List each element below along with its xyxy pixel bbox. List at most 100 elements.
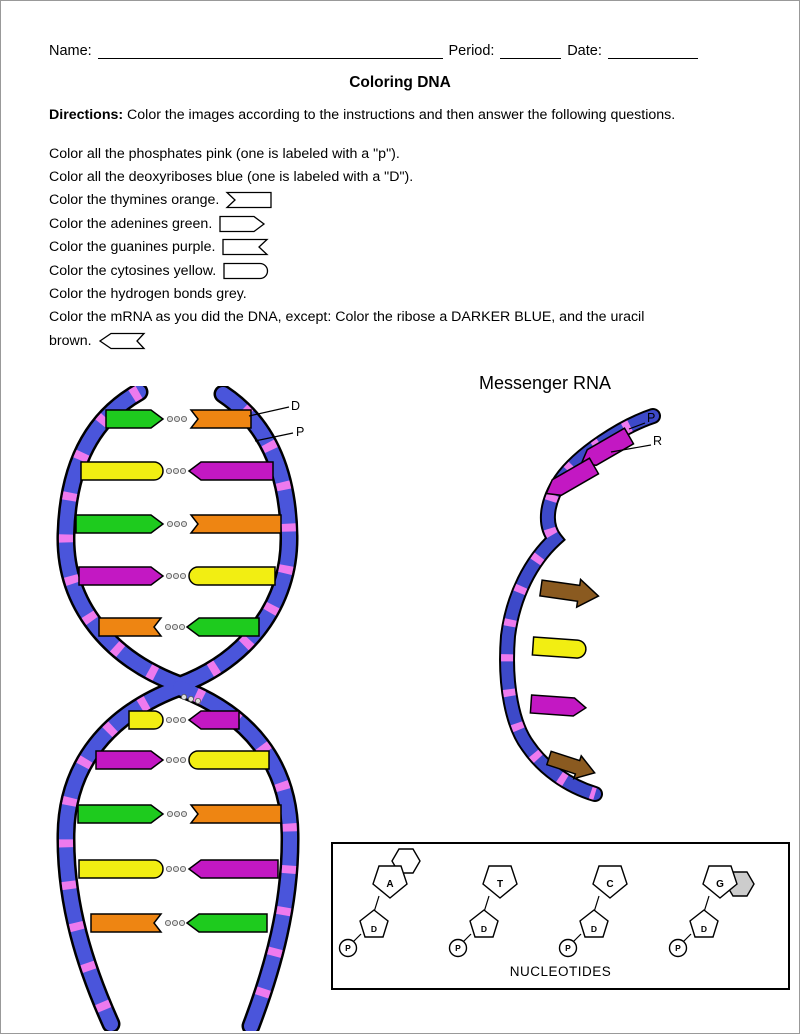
instruction-text: Color the mRNA as you did the DNA, excep… [49,309,645,326]
thymine-base [189,804,282,824]
thymine-base [90,913,163,933]
adenine-base [77,804,165,824]
guanine-base [545,457,600,497]
nucleotide-cytosine: C D P [558,865,628,958]
nucleotide-adenine: A D P [338,848,421,958]
adenine-base [185,913,268,933]
instruction-row: brown. [49,329,644,352]
adenine-base [75,514,165,534]
guanine-base [95,750,165,770]
sugar-letter: D [591,924,597,934]
instruction-text: Color all the deoxyriboses blue (one is … [49,169,414,186]
phosphate-bands [58,681,181,1027]
adenine-base [105,409,165,429]
d-label-leader-line [248,406,290,417]
cytosine-base [531,636,587,659]
cytosine-base [188,750,270,770]
instruction-row: Color the hydrogen bonds grey. [49,282,644,305]
directions-text: Color the images according to the instru… [123,107,676,123]
sugar-letter: D [701,924,707,934]
thymine-base [189,514,282,534]
mrna-ribose-label: R [653,434,663,448]
adenine-base [185,617,260,637]
instruction-row: Color all the deoxyriboses blue (one is … [49,165,644,188]
period-blank-line [500,43,562,59]
instruction-text: Color the hydrogen bonds grey. [49,286,247,303]
guanine-base [187,461,274,481]
instruction-text: Color the thymines orange. [49,192,220,209]
instruction-row: Color the adenines green. [49,212,644,235]
directions-label: Directions: [49,107,124,123]
hydrogen-bond-dots [165,415,201,927]
dna-base-pairs [75,409,282,933]
thymine-base [189,409,252,429]
base-letter: C [606,879,613,890]
guanine-shape-icon [222,239,270,256]
base-letter: G [716,879,724,890]
instruction-row: Color the mRNA as you did the DNA, excep… [49,306,644,329]
phosphate-letter: P [675,943,681,953]
dna-double-helix-figure [56,386,300,1031]
mrna-bases [529,427,635,780]
phosphate-circle [668,938,688,958]
thymine-shape-icon [225,192,272,209]
adenine-shape-icon [219,215,266,233]
deoxyribose-backbone [173,681,298,1031]
thymine-base [98,617,163,637]
nucleotides-title: NUCLEOTIDES [509,964,612,979]
p-label-leader-line [628,422,646,430]
name-blank-line [97,43,443,59]
instruction-row: Color the thymines orange. [49,189,644,212]
base-ring [372,865,408,899]
deoxyribose-pentagon [579,909,609,938]
mrna-phosphate-label: P [647,411,656,425]
instruction-row: Color the guanines purple. [49,236,644,259]
cytosine-base [78,859,164,879]
instruction-text: Color the guanines purple. [49,239,216,256]
instruction-row: Color the cytosines yellow. [49,259,644,282]
dna-phosphate-label: P [296,425,305,439]
name-label: Name: [49,43,92,59]
cytosine-base [188,566,276,586]
cytosine-shape-icon [223,262,269,279]
r-label-leader-line [610,444,652,453]
instruction-text: Color all the phosphates pink (one is la… [49,145,400,162]
nucleotide-thymine: T D P [448,865,518,958]
phosphate-circle [558,938,578,958]
nucleotides-figure: A D P T D P C [338,848,755,958]
sugar-letter: D [481,924,487,934]
date-blank-line [607,43,698,59]
base-ring [482,865,518,899]
base-ring [592,865,628,899]
date-label: Date: [567,43,602,59]
nucleotides-box: A D P T D P C [331,842,790,990]
base-letter: T [497,879,503,890]
dna-deoxyribose-label: D [291,399,301,413]
guanine-base [187,859,279,879]
cytosine-base [80,461,164,481]
directions: Directions: Color the images according t… [49,107,759,123]
deoxyribose-backbone [173,387,297,692]
phosphate-letter: P [565,943,571,953]
nucleotide-guanine: G D P [668,865,755,958]
instruction-text: Color the cytosines yellow. [49,262,217,279]
phosphate-letter: P [345,943,351,953]
cytosine-base [128,710,164,730]
mrna-title: Messenger RNA [479,373,612,393]
instruction-row: Color all the phosphates pink (one is la… [49,142,644,165]
deoxyribose-pentagon [689,909,719,938]
page-title: Coloring DNA [349,74,451,91]
sugar-letter: D [371,924,377,934]
guanine-base [580,427,635,467]
uracil-base [539,577,600,609]
header-fields: Name: Period: Date: [49,43,704,59]
phosphate-bands [58,386,181,691]
period-label: Period: [448,43,495,59]
guanine-base [78,566,165,586]
instruction-text: Color the adenines green. [49,215,213,232]
guanine-base [529,694,588,717]
phosphate-letter: P [455,943,461,953]
deoxyribose-pentagon [469,909,499,938]
mrna-strand-figure [499,408,661,802]
